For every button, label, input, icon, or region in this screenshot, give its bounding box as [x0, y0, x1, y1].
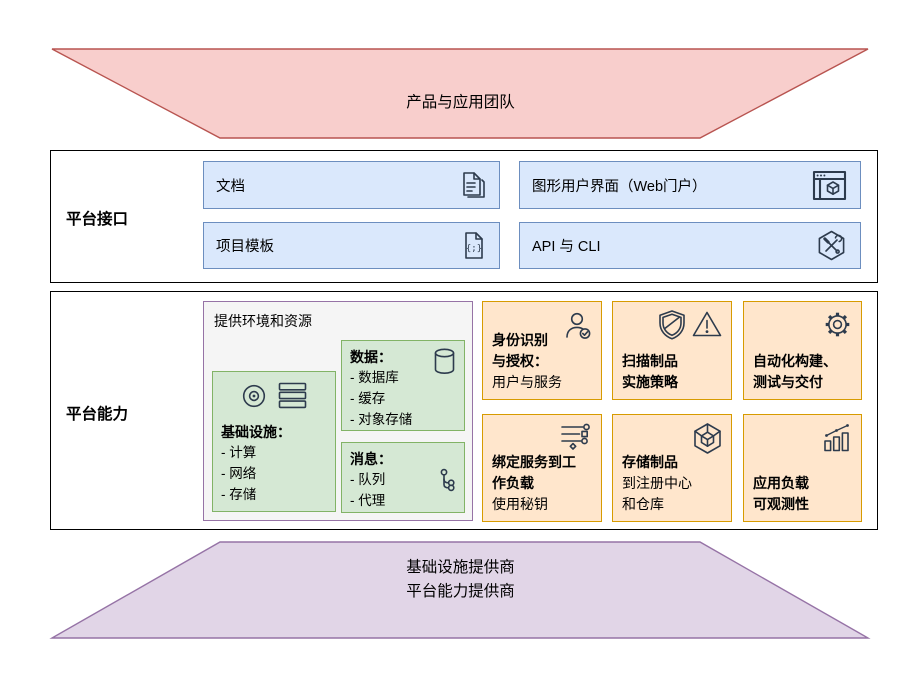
- cube-frame-icon: [692, 422, 723, 455]
- capability-observability-bold: 应用负载 可观测性: [753, 475, 809, 512]
- capability-store-artifacts-box: 存储制品 到注册中心 和仓库: [612, 414, 732, 522]
- warning-triangle-icon: [691, 309, 723, 339]
- interface-item-docs: 文档: [203, 161, 500, 209]
- svg-text:{;}: {;}: [466, 244, 482, 254]
- messaging-box: 消息： - 队列 - 代理: [341, 442, 465, 513]
- capability-identity-box: 身份识别 与授权： 用户与服务: [482, 301, 602, 400]
- infrastructure-box: 基础设施： - 计算 - 网络 - 存储: [212, 371, 336, 512]
- platform-interface-title: 平台接口: [66, 211, 129, 228]
- capability-cicd-bold: 自动化构建、 测试与交付: [753, 353, 837, 390]
- branch-icon: [439, 468, 458, 493]
- platform-interface-section: 平台接口 文档 项目模板 {;}: [50, 150, 878, 283]
- top-banner-shape: [51, 48, 869, 139]
- environment-resources-box: 提供环境和资源: [203, 301, 473, 521]
- gear-icon: [822, 309, 853, 340]
- infrastructure-items: - 计算 - 网络 - 存储: [221, 445, 257, 502]
- capability-scan-bold: 扫描制品 实施策略: [622, 353, 678, 390]
- capability-identity-text: 身份识别 与授权： 用户与服务: [492, 330, 562, 393]
- bottom-banner-label: 基础设施提供商 平台能力提供商: [406, 559, 515, 600]
- shield-icon: [657, 309, 687, 341]
- capability-store-artifacts-text: 存储制品 到注册中心 和仓库: [622, 452, 692, 515]
- browser-cube-icon: [812, 170, 848, 201]
- messaging-title: 消息：: [350, 451, 392, 467]
- interface-item-gui-label: 图形用户界面（Web门户）: [532, 178, 707, 195]
- messaging-items: - 队列 - 代理: [350, 472, 386, 508]
- capability-store-artifacts-regular: 到注册中心 和仓库: [622, 475, 692, 512]
- document-icon: [460, 171, 487, 200]
- interface-item-gui: 图形用户界面（Web门户）: [519, 161, 861, 209]
- capability-observability-text: 应用负载 可观测性: [753, 473, 809, 515]
- scan-policy-icons: [657, 309, 723, 341]
- tools-hexagon-icon: [815, 229, 848, 262]
- top-banner-label: 产品与应用团队: [406, 94, 515, 111]
- interface-item-api-cli-label: API 与 CLI: [532, 239, 601, 255]
- circuit-lines-icon: [560, 422, 593, 451]
- interface-item-api-cli: API 与 CLI: [519, 222, 861, 269]
- data-title: 数据：: [350, 349, 392, 365]
- top-banner-polygon: [51, 48, 869, 139]
- bottom-banner-polygon: [49, 541, 871, 639]
- environment-resources-title: 提供环境和资源: [214, 313, 312, 329]
- platform-capability-section: 平台能力 提供环境和资源: [50, 291, 878, 530]
- platform-capability-title: 平台能力: [66, 406, 129, 423]
- capability-identity-bold: 身份识别 与授权：: [492, 332, 548, 369]
- disc-icon: [241, 383, 267, 409]
- interface-item-templates: 项目模板 {;}: [203, 222, 500, 269]
- capability-store-artifacts-bold: 存储制品: [622, 454, 678, 470]
- data-items: - 数据库 - 缓存 - 对象存储: [350, 370, 413, 427]
- capability-scan-text: 扫描制品 实施策略: [622, 351, 678, 393]
- user-check-icon: [560, 309, 593, 342]
- capability-cicd-text: 自动化构建、 测试与交付: [753, 351, 837, 393]
- capability-bind-secrets-box: 绑定服务到工 作负载 使用秘钥: [482, 414, 602, 522]
- interface-item-templates-label: 项目模板: [216, 239, 274, 255]
- bar-chart-icon: [822, 422, 853, 453]
- bottom-banner-shape: [49, 541, 871, 639]
- capability-bind-secrets-regular: 使用秘钥: [492, 496, 548, 512]
- infrastructure-text: 基础设施： - 计算 - 网络 - 存储: [213, 410, 335, 505]
- server-stack-icon: [277, 381, 308, 410]
- interface-item-docs-label: 文档: [216, 178, 245, 195]
- capability-cicd-box: 自动化构建、 测试与交付: [743, 301, 862, 400]
- capability-scan-box: 扫描制品 实施策略: [612, 301, 732, 400]
- code-file-icon: {;}: [462, 231, 487, 260]
- capability-identity-regular: 用户与服务: [492, 374, 562, 390]
- data-box: 数据： - 数据库 - 缓存 - 对象存储: [341, 340, 465, 431]
- infrastructure-title: 基础设施：: [221, 424, 291, 440]
- capability-bind-secrets-text: 绑定服务到工 作负载 使用秘钥: [492, 452, 576, 515]
- infrastructure-icons: [213, 381, 335, 410]
- capability-bind-secrets-bold: 绑定服务到工 作负载: [492, 454, 576, 491]
- database-icon: [432, 347, 457, 376]
- capability-observability-box: 应用负载 可观测性: [743, 414, 862, 522]
